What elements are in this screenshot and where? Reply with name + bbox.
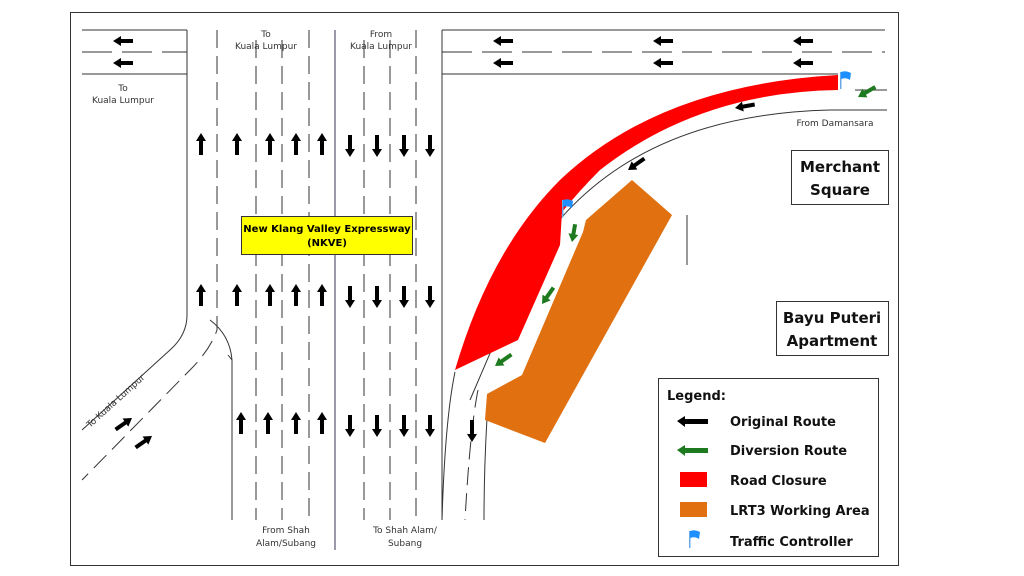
nkve-abbreviation: (NKVE) xyxy=(307,238,347,249)
bayu-puteri-box: Bayu Puteri Apartment xyxy=(776,301,889,356)
legend-lrt3-working-area: LRT3 Working Area xyxy=(730,504,870,519)
apartment-label: Apartment xyxy=(787,332,878,350)
legend-road-closure: Road Closure xyxy=(730,474,827,489)
label-kuala-lumpur: Kuala Lumpur xyxy=(350,42,412,52)
nkve-lanes xyxy=(81,30,443,550)
original-route-icon xyxy=(677,416,708,427)
square-label: Square xyxy=(810,181,870,199)
label-subang: Subang xyxy=(388,539,422,549)
nkve-title: New Klang Valley Expressway xyxy=(243,224,411,235)
nkve-label-box: New Klang Valley Expressway (NKVE) xyxy=(241,216,413,255)
lrt3-swatch xyxy=(680,502,707,517)
label-kuala-lumpur: Kuala Lumpur xyxy=(92,96,154,106)
merchant-label: Merchant xyxy=(800,158,880,176)
road-closure-swatch xyxy=(680,472,707,487)
bayu-puteri-label: Bayu Puteri xyxy=(783,309,881,327)
legend-diversion-route: Diversion Route xyxy=(730,444,847,459)
diversion-route-icon xyxy=(677,445,708,456)
legend-original-route: Original Route xyxy=(730,415,836,430)
top-left-road xyxy=(82,29,187,75)
label-to-shah-alam: To Shah Alam/ xyxy=(372,526,438,536)
road-closure-area xyxy=(455,75,838,370)
legend-title: Legend: xyxy=(667,389,726,404)
lrt3-working-area xyxy=(485,180,672,443)
label-from-damansara: From Damansara xyxy=(796,119,873,129)
label-kuala-lumpur: Kuala Lumpur xyxy=(235,42,297,52)
label-to: To xyxy=(117,84,128,94)
label-to: To xyxy=(260,30,271,40)
legend: Legend: Original Route Diversion Route R… xyxy=(658,378,879,557)
merchant-square-box: Merchant Square xyxy=(791,150,889,205)
label-from: From xyxy=(370,30,392,40)
diversion-route-arrows xyxy=(495,85,877,366)
legend-traffic-controller: Traffic Controller xyxy=(730,535,853,550)
label-alam-subang: Alam/Subang xyxy=(256,539,316,549)
label-from-shah-alam: From Shah xyxy=(262,526,310,536)
